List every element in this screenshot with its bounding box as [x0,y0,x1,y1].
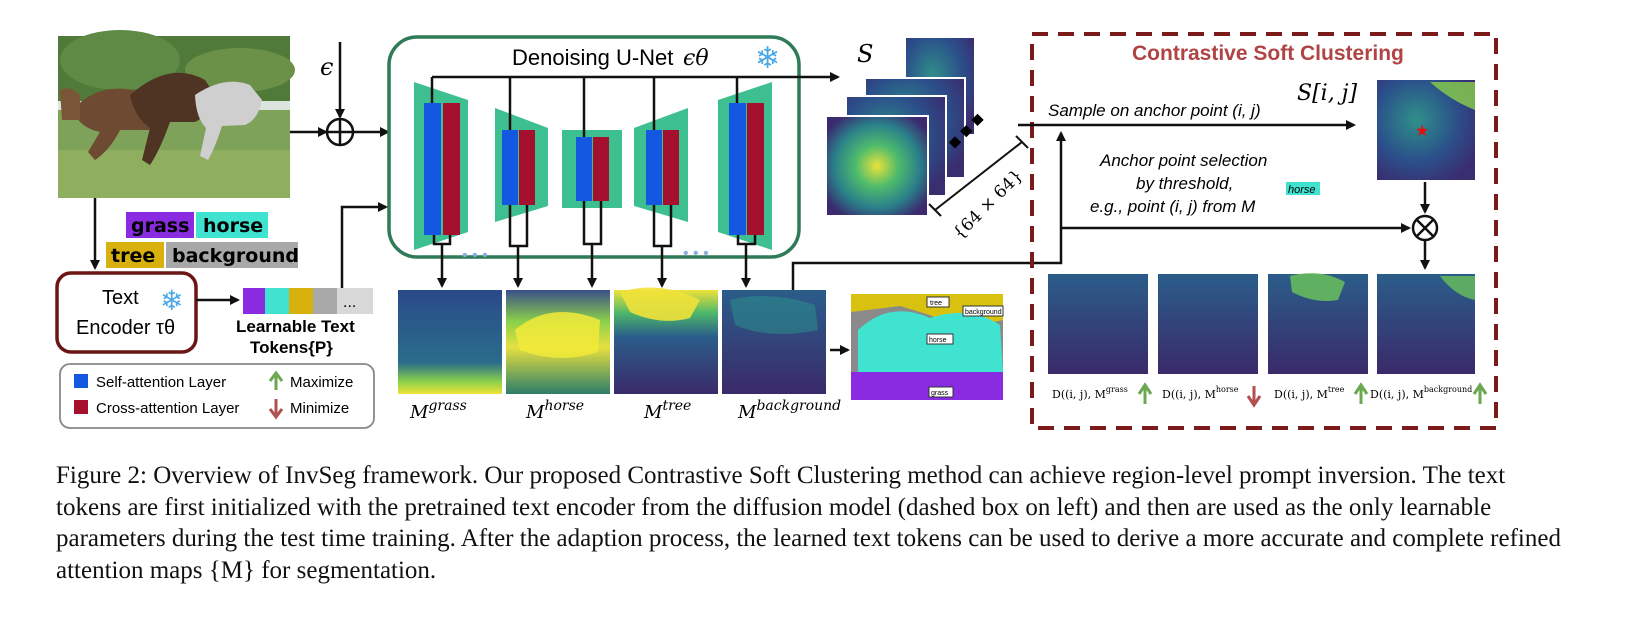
map-label-tree-base: M [643,402,663,423]
sample-anchor-text: Sample on anchor point (i, j) [1048,101,1261,120]
text-encoder-frozen-icon: ❄ [160,285,183,316]
figure-caption: Figure 2: Overview of InvSeg framework. … [56,460,1576,586]
maximize-arrow-background [1472,382,1488,404]
s-label: S [857,40,873,68]
seg-label-background: background [965,309,1002,316]
unet-ellipsis-right: • • • [683,245,709,262]
seg-label-grass: grass [931,390,949,397]
tag-horse: horse [203,215,263,237]
tokens-label-line2: Tokens{P} [250,338,333,357]
unet-title: Denoising U-Net [512,45,673,70]
unet-symbol: ϵθ [683,46,709,71]
noise-epsilon-label: ϵ [320,53,333,81]
frozen-snowflake-icon: ❄ [755,42,780,75]
svg-text:D((i, j), Mhorse: D((i, j), Mhorse [1162,385,1239,401]
s-index-label: S[i, j] [1297,81,1357,106]
dist-label-horse: D((i, j), M [1162,388,1216,401]
tokens-label-line1: Learnable Text [236,317,355,336]
caption-line1: Figure 2: Overview of InvSeg framework. … [56,462,1312,489]
unet-ellipsis-left: • • • [462,247,488,264]
legend-box: Self-attention Layer Cross-attention Lay… [59,363,375,429]
tag-grass: grass [131,215,189,237]
csc-title: Contrastive Soft Clustering [1132,42,1404,65]
maximize-arrow-tree [1353,382,1369,404]
map-label-horse-base: M [525,402,545,423]
legend-cross-attention: Cross-attention Layer [96,400,239,417]
svg-text:Mgrass: Mgrass [409,398,467,423]
input-horse-image [58,30,295,198]
text-encoder-box: Text Encoder τθ ❄ [55,271,198,354]
legend-minimize: Minimize [290,400,349,417]
map-label-horse-sup: horse [544,398,584,414]
add-noise-icon [325,117,355,147]
tag-tree: tree [111,245,155,267]
svg-text:Mtree: Mtree [643,398,691,423]
text-encoder-line2: Encoder τθ [76,317,175,339]
svg-text:D((i, j), Mtree: D((i, j), Mtree [1274,385,1345,401]
map-label-grass-sup: grass [428,398,466,414]
seg-label-horse: horse [929,337,947,344]
dist-label-grass: D((i, j), M [1052,388,1106,401]
denoising-unet: Denoising U-Net ϵθ ❄ • • • • • • [387,35,840,264]
minimize-arrow-horse [1246,386,1262,408]
self-attention-stack: ■ ■ ■ [825,36,988,217]
tokens-more: ... [343,294,356,311]
map-label-background-sup: background [756,398,841,414]
dist-sup-grass: grass [1106,385,1128,394]
caption-line3: then are used as the only learnable para… [56,493,1492,553]
text-encoder-line1: Text [102,287,139,309]
anchor-sup: horse [1288,184,1316,196]
svg-text:Mhorse: Mhorse [525,398,584,423]
anchor-line3: e.g., point (i, j) from M [1090,197,1256,216]
legend-self-attention: Self-attention Layer [96,374,226,391]
map-labels: Mgrass Mhorse Mtree Mbackground [409,398,841,423]
dist-sup-horse: horse [1216,385,1239,394]
maximize-arrow-grass [1137,382,1153,404]
class-prompt-tags: grass horse tree background [106,212,299,268]
dist-sup-tree: tree [1328,385,1345,394]
refined-attention-maps [398,287,826,394]
legend-maximize: Maximize [290,374,353,391]
caption-line4: can be used to derive a more accurate an… [56,525,1561,584]
invseg-overview-figure: ϵ Denoising U-Net ϵθ ❄ [55,30,1498,430]
segmentation-result: tree background horse grass [851,294,1004,400]
contrastive-soft-clustering-box: Contrastive Soft Clustering Sample on an… [1018,32,1498,430]
map-label-background-base: M [737,402,757,423]
dist-sup-background: background [1424,385,1472,394]
map-label-tree-sup: tree [662,398,691,414]
dist-label-background: D((i, j), M [1370,388,1424,401]
svg-text:D((i, j), Mgrass: D((i, j), Mgrass [1052,385,1128,401]
map-label-grass-base: M [409,402,429,423]
svg-text:Mbackground: Mbackground [737,398,841,423]
dist-label-tree: D((i, j), M [1274,388,1328,401]
caption-line2: inversion. The text tokens are first ini… [56,462,1506,521]
tag-background: background [172,245,299,267]
svg-text:D((i, j), Mbackground: D((i, j), Mbackground [1370,385,1472,401]
learnable-text-tokens: ... Learnable Text Tokens{P} [236,288,373,357]
multiply-icon [1411,214,1439,242]
seg-label-tree: tree [930,300,942,307]
anchor-line2: by threshold, [1136,174,1233,193]
anchor-star-icon: ★ [1415,123,1429,140]
anchor-line1: Anchor point selection [1099,151,1267,170]
